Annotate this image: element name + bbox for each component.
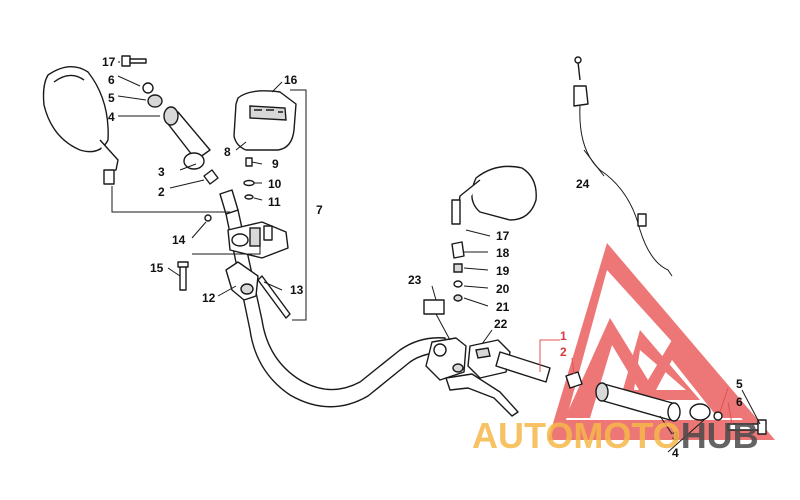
throttle-cable-24 [573, 56, 673, 277]
left-spacer-2 [203, 169, 219, 185]
label-23 [423, 299, 445, 315]
watermark-logo [548, 243, 775, 440]
right-handlebar-end [495, 351, 551, 383]
brand-moto: MOTO [573, 415, 680, 456]
callout-23: 23 [408, 273, 422, 287]
right-switch-22 [467, 339, 511, 379]
left-grip [163, 106, 211, 170]
callout-1-right: 1 [560, 329, 567, 343]
callout-labels: 17 6 5 4 3 2 16 8 9 10 11 7 14 15 12 13 … [102, 55, 743, 460]
leader-lines [111, 61, 761, 453]
screw-13 [257, 275, 291, 319]
bolt-15 [177, 261, 189, 291]
callout-8: 8 [224, 145, 231, 159]
callout-21: 21 [496, 300, 510, 314]
callout-6-left: 6 [108, 73, 115, 87]
logo-inner-triangle [620, 330, 700, 400]
callout-16: 16 [284, 73, 298, 87]
callout-4-left: 4 [108, 110, 115, 124]
callout-19: 19 [496, 264, 510, 278]
washer-10 [243, 179, 255, 187]
spacer-19 [453, 263, 463, 273]
callout-5-left: 5 [108, 91, 115, 105]
right-brake-assembly [425, 337, 519, 417]
callout-13: 13 [290, 283, 304, 297]
right-grip [595, 382, 681, 422]
left-bushing-5 [147, 94, 163, 108]
handlebar-left-end [219, 189, 239, 215]
callout-5-right: 5 [736, 377, 743, 391]
callout-4-right: 4 [672, 446, 679, 460]
logo-m-shape [565, 318, 742, 418]
callout-10: 10 [268, 177, 282, 191]
nut-11 [244, 194, 254, 200]
left-washer-6 [142, 82, 154, 94]
callout-14: 14 [172, 233, 186, 247]
callout-22: 22 [494, 317, 508, 331]
callout-2-right: 2 [560, 345, 567, 359]
callout-20: 20 [496, 282, 510, 296]
washer-20 [453, 280, 463, 288]
pin-14 [204, 214, 212, 222]
callout-12: 12 [202, 291, 216, 305]
callout-6-right: 6 [736, 395, 743, 409]
callout-17-right: 17 [496, 229, 510, 243]
callout-3-right: 3 [672, 429, 679, 443]
callout-18: 18 [496, 246, 510, 260]
logo-triangle-outer [548, 243, 775, 440]
screw-9 [245, 157, 253, 167]
brand-hub: HUB [681, 415, 759, 456]
brand-text: AUTOMOTOHUB [472, 415, 759, 456]
callout-2-left: 2 [158, 185, 165, 199]
right-bar-end [689, 403, 767, 435]
left-clamp-block [227, 221, 289, 259]
brand-auto: AUTO [472, 415, 573, 456]
callout-9: 9 [272, 157, 279, 171]
right-mirror [451, 165, 537, 225]
callout-11: 11 [268, 195, 281, 209]
nut-21 [453, 294, 463, 302]
switch-housing-16 [233, 90, 297, 151]
left-lever-12 [225, 261, 259, 301]
left-bolt-17 [121, 55, 147, 67]
callout-24: 24 [576, 177, 590, 191]
callout-15: 15 [150, 261, 164, 275]
watermark-brand: AUTOMOTOHUB [472, 415, 759, 456]
left-mirror [42, 66, 119, 185]
callout-7: 7 [316, 203, 323, 217]
spacer-18 [451, 241, 465, 259]
callout-3-left: 3 [158, 165, 165, 179]
bracket-7 [290, 89, 307, 321]
callout-17-left: 17 [102, 55, 116, 69]
